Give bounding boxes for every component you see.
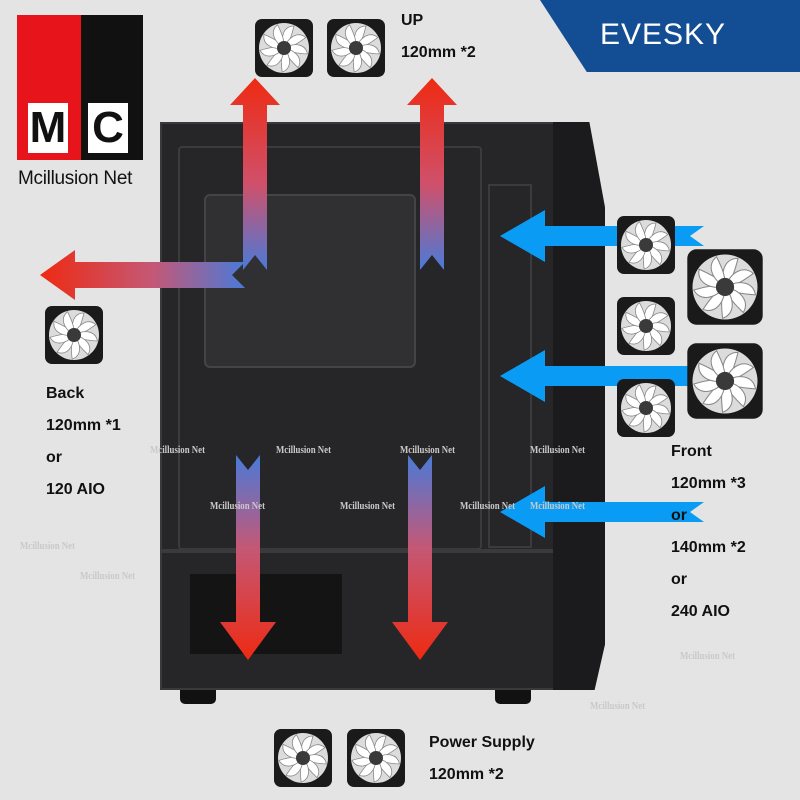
back-or: or [46,449,62,466]
watermark-text: Mcillusion Net [80,570,135,582]
intake-arrow-front-3 [500,486,704,538]
up-label: UP [401,12,424,29]
watermark-text: Mcillusion Net [530,500,585,512]
back-label: Back [46,385,85,402]
fan-icon [616,378,676,438]
front-mesh-panel [553,122,605,690]
fan-icon [254,18,314,78]
logo-letter-m: M [28,103,68,153]
front-or: or [671,507,687,524]
watermark-text: Mcillusion Net [210,500,265,512]
back-spec: 120mm *1 [46,417,121,434]
front-spec-140: 140mm *2 [671,539,746,556]
watermark-text: Mcillusion Net [400,444,455,456]
psu-shroud-edge [162,549,553,553]
exhaust-arrow-back [40,250,245,300]
fan-icon [326,18,386,78]
front-aio: 240 AIO [671,603,730,620]
fan-icon [273,728,333,788]
front-label: Front [671,443,712,460]
psu-window [190,574,342,654]
logo-letter-c: C [88,103,128,153]
case-foot [495,686,531,704]
fan-icon [616,296,676,356]
exhaust-arrow-top-left [230,78,280,270]
case-foot [180,686,216,704]
fan-icon [44,305,104,365]
watermark-text: Mcillusion Net [530,444,585,456]
up-spec: 120mm *2 [401,44,476,61]
brand-banner: EVESKY [540,0,800,72]
intake-arrow-front-2 [500,350,704,402]
fan-140mm-icon [686,342,764,420]
fan-140mm-icon [686,248,764,326]
exhaust-arrow-bottom-left [220,455,276,660]
fan-icon [346,728,406,788]
watermark-text: Mcillusion Net [680,650,735,662]
watermark-text: Mcillusion Net [20,540,75,552]
front-spec-120: 120mm *3 [671,475,746,492]
watermark-text: Mcillusion Net [340,500,395,512]
back-aio: 120 AIO [46,481,105,498]
watermark-text: Mcillusion Net [150,444,205,456]
exhaust-arrow-top-right [407,78,457,270]
front-or: or [671,571,687,588]
watermark-text: Mcillusion Net [460,500,515,512]
psu-label: Power Supply [429,734,535,751]
fan-icon [616,215,676,275]
watermark-text: Mcillusion Net [590,700,645,712]
psu-spec: 120mm *2 [429,766,504,783]
watermark-text: Mcillusion Net [276,444,331,456]
logo-name: Mcillusion Net [18,168,133,189]
brand-name: EVESKY [600,18,727,51]
exhaust-arrow-bottom-right [392,455,448,660]
intake-arrow-front-1 [500,210,704,262]
